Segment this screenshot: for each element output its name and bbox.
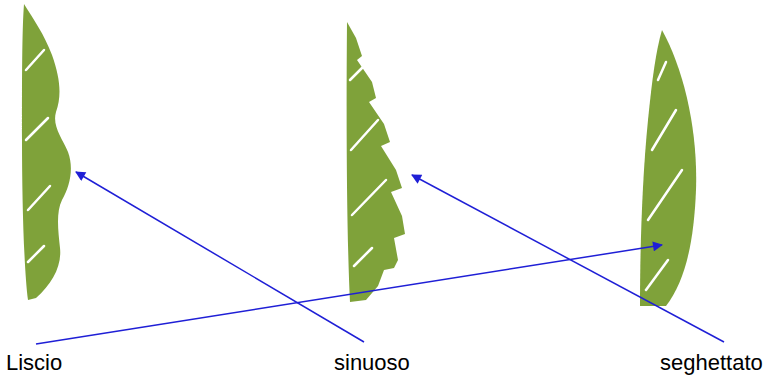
leaf-veins	[26, 50, 50, 262]
wavy-leaf	[22, 4, 71, 300]
label-text: seghettato	[660, 350, 763, 376]
leader-line	[412, 175, 724, 342]
leader-line	[36, 245, 662, 344]
leader-arrows	[36, 172, 724, 344]
label-text: Liscio	[6, 350, 62, 376]
leaf-veins	[350, 64, 386, 266]
leaf-veins	[646, 62, 682, 290]
smooth-leaf	[640, 30, 696, 306]
leader-line	[76, 172, 364, 342]
serrated-leaf	[347, 22, 405, 302]
label-text: sinuoso	[334, 350, 410, 376]
